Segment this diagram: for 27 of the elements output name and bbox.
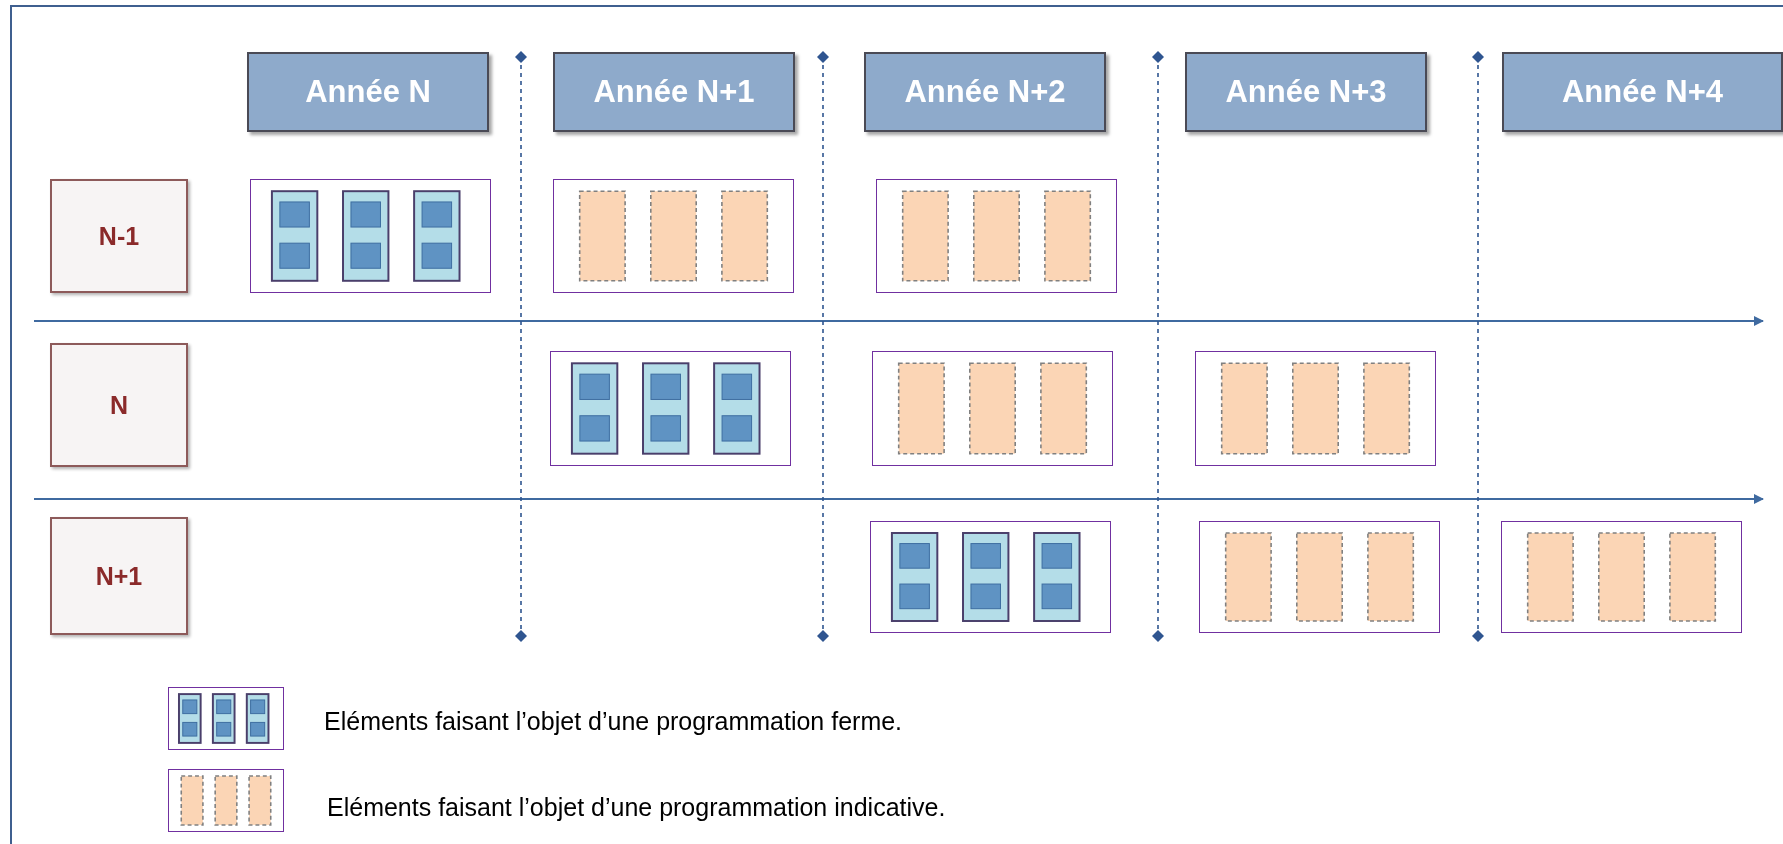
row-label: N-1 — [98, 221, 140, 251]
firm-programming-box — [250, 179, 491, 293]
firm-programming-box — [550, 351, 791, 466]
indicative-programming-box — [872, 351, 1113, 466]
year-header — [1502, 52, 1783, 132]
row-label: N — [109, 390, 129, 420]
year-header — [1185, 52, 1427, 132]
year-header — [553, 52, 795, 132]
year-header — [864, 52, 1106, 132]
indicative-programming-box — [876, 179, 1117, 293]
row-header — [50, 179, 188, 293]
indicative-programming-box — [1199, 521, 1440, 633]
firm-programming-box — [870, 521, 1111, 633]
indicative-programming-box — [1195, 351, 1436, 466]
year-label: Année N+1 — [593, 74, 755, 110]
year-label: Année N — [305, 74, 431, 110]
year-label: Année N+4 — [1561, 74, 1724, 110]
row-label: N+1 — [95, 561, 143, 591]
row-header — [50, 517, 188, 635]
legend-text: Eléments faisant l’objet d’une programmation ferme. — [324, 707, 903, 736]
legend-text: Eléments faisant l’objet d’une programmation indicative. — [327, 793, 946, 822]
year-header — [247, 52, 489, 132]
year-label: Année N+3 — [1225, 74, 1387, 110]
row-header — [50, 343, 188, 467]
indicative-programming-box — [553, 179, 794, 293]
year-label: Année N+2 — [904, 74, 1066, 110]
indicative-programming-box — [1501, 521, 1742, 633]
